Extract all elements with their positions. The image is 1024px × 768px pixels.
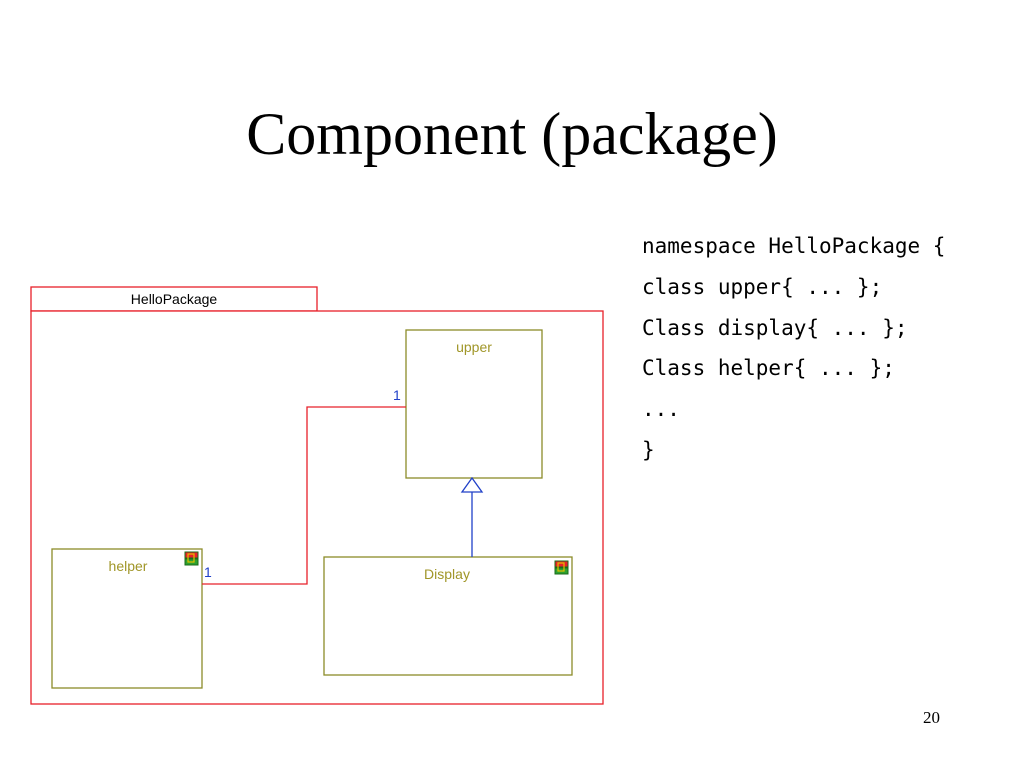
code-line: namespace HelloPackage {: [642, 234, 946, 258]
class-upper-box[interactable]: [405, 329, 543, 479]
code-line: ...: [642, 397, 680, 422]
package-tab: [30, 286, 318, 312]
component-icon: [184, 551, 199, 566]
code-line: class upper{ ... };: [642, 274, 883, 299]
slide-title: Component (package): [246, 101, 778, 167]
class-display-box[interactable]: [323, 556, 573, 676]
class-helper-name: helper: [109, 558, 148, 574]
package-name: HelloPackage: [131, 291, 218, 307]
component-icon: [554, 560, 569, 575]
generalization-arrowhead: [460, 476, 484, 493]
code-line: }: [642, 437, 655, 462]
multiplicity-upper: 1: [393, 387, 401, 403]
code-snippet: namespace HelloPackage { class upper{ ..…: [642, 226, 945, 471]
class-upper-name: upper: [456, 339, 492, 355]
multiplicity-helper: 1: [204, 564, 212, 580]
class-display-name: Display: [424, 566, 470, 582]
page-number: 20: [923, 708, 940, 727]
code-line: Class display{ ... };: [642, 315, 908, 340]
code-line: Class helper{ ... };: [642, 356, 895, 381]
association-line[interactable]: [202, 406, 406, 585]
class-helper-box[interactable]: [51, 548, 203, 689]
